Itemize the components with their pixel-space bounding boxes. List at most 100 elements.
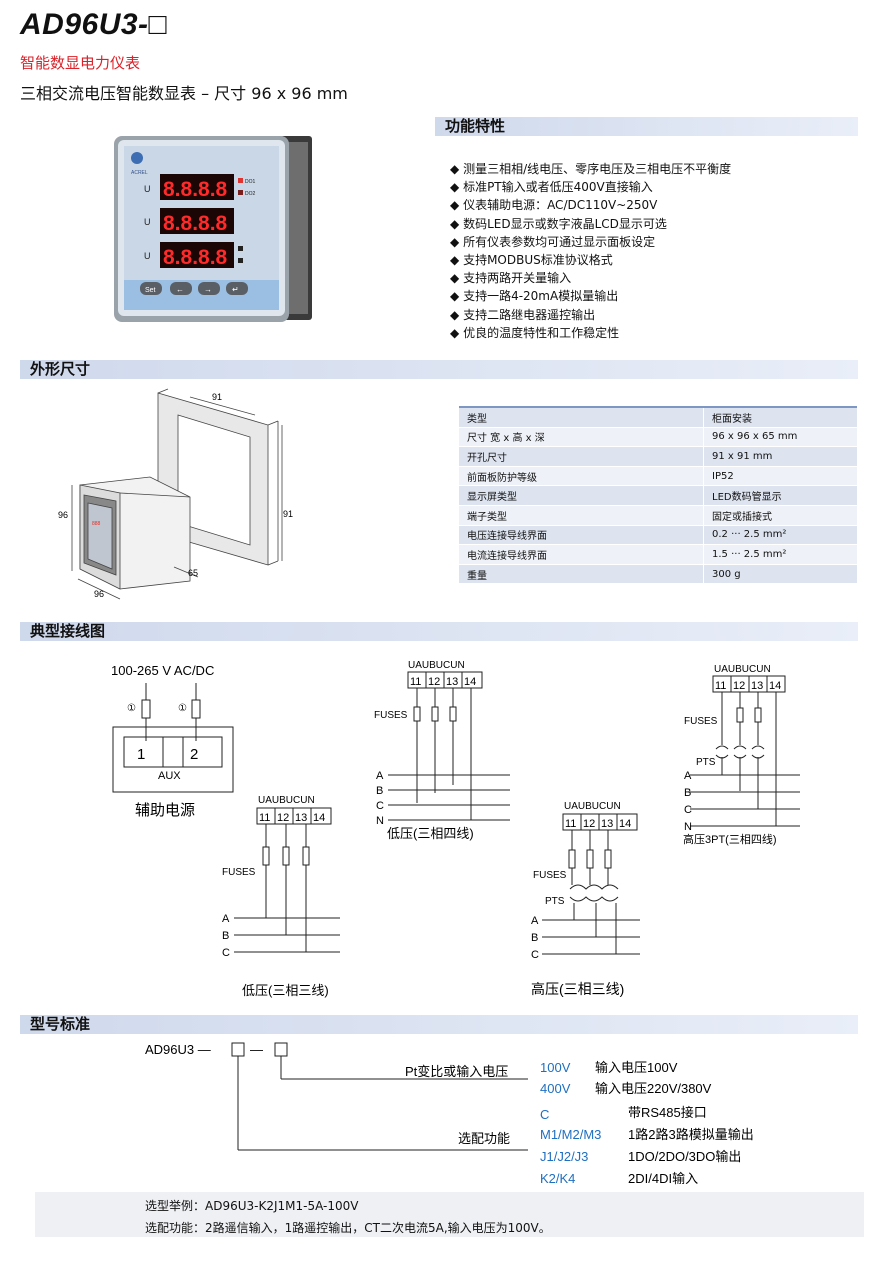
opt-code-c: C bbox=[540, 1107, 549, 1122]
option-label: 选配功能 bbox=[458, 1131, 510, 1146]
svg-text:11: 11 bbox=[410, 676, 421, 688]
svg-text:B: B bbox=[531, 932, 538, 944]
svg-text:2DI/4DI输入: 2DI/4DI输入 bbox=[628, 1171, 698, 1186]
product-category: 智能数显电力仪表 bbox=[20, 54, 141, 72]
svg-text:C: C bbox=[222, 947, 230, 959]
svg-text:B: B bbox=[376, 785, 383, 797]
svg-text:Set: Set bbox=[145, 287, 156, 294]
svg-text:12: 12 bbox=[277, 812, 289, 824]
svg-text:DO2: DO2 bbox=[245, 191, 256, 197]
svg-text:A: A bbox=[531, 915, 539, 927]
opt-code-j: J1/J2/J3 bbox=[540, 1149, 588, 1164]
svg-text:100-265 V AC/DC: 100-265 V AC/DC bbox=[111, 663, 214, 678]
led-row-1: U 8.8.8.8 DO1 DO2 bbox=[144, 174, 256, 201]
svg-text:B: B bbox=[222, 930, 229, 942]
feature-item: ◆ 仪表辅助电源：AC/DC110V~250V bbox=[450, 198, 658, 213]
svg-text:C: C bbox=[376, 800, 384, 812]
svg-text:C: C bbox=[531, 949, 539, 961]
brand-name: ACREL bbox=[131, 170, 148, 176]
dim-depth: 65 bbox=[188, 568, 198, 578]
product-description: 三相交流电压智能数显表 – 尺寸 96 x 96 mm bbox=[20, 84, 348, 103]
table-row: 端子类型固定或插接式 bbox=[459, 505, 857, 526]
wiring-diagrams: 100-265 V AC/DC ① ① 1 2 AUX 辅助电源 UAUBUCU… bbox=[111, 660, 800, 998]
svg-text:14: 14 bbox=[464, 676, 476, 688]
svg-text:辅助电源: 辅助电源 bbox=[135, 802, 195, 819]
aux-power-diagram: 100-265 V AC/DC ① ① 1 2 AUX 辅助电源 bbox=[111, 663, 234, 819]
svg-text:UAUBUCUN: UAUBUCUN bbox=[714, 664, 771, 675]
svg-text:8.8.8.8: 8.8.8.8 bbox=[163, 212, 228, 235]
svg-text:FUSES: FUSES bbox=[222, 867, 256, 878]
model-code: AD96U3 — bbox=[145, 1042, 211, 1057]
feature-item: ◆ 支持MODBUS标准协议格式 bbox=[450, 253, 613, 268]
page-title: AD96U3-□ bbox=[20, 8, 168, 41]
selection-example-box: 选型举例：AD96U3-K2J1M1-5A-100V 选配功能：2路遥信输入，1… bbox=[35, 1192, 864, 1237]
svg-text:14: 14 bbox=[619, 818, 631, 830]
example-line-2: 选配功能：2路遥信输入，1路遥控输出，CT二次电流5A,输入电压为100V。 bbox=[145, 1221, 551, 1235]
lv-3p3w-diagram: UAUBUCUN 11 12 13 14 FUSES A B C 低压(三相三线… bbox=[222, 795, 340, 998]
led-row-3: U 8.8.8.8 bbox=[144, 242, 243, 269]
svg-text:高压3PT(三相四线): 高压3PT(三相四线) bbox=[683, 832, 777, 846]
svg-text:1: 1 bbox=[137, 746, 145, 763]
section-wiring-header: 典型接线图 bbox=[20, 622, 858, 641]
feature-item: ◆ 支持一路4-20mA模拟量输出 bbox=[450, 289, 619, 304]
svg-text:11: 11 bbox=[565, 818, 576, 830]
svg-text:13: 13 bbox=[751, 680, 763, 692]
svg-text:PTS: PTS bbox=[545, 896, 565, 907]
svg-text:1路2路3路模拟量输出: 1路2路3路模拟量输出 bbox=[628, 1127, 754, 1142]
svg-text:DO1: DO1 bbox=[245, 179, 256, 185]
svg-text:13: 13 bbox=[446, 676, 458, 688]
svg-text:输入电压100V: 输入电压100V bbox=[595, 1060, 678, 1075]
pt-code-100v: 100V bbox=[540, 1060, 571, 1075]
pt-label: Pt变比或输入电压 bbox=[405, 1064, 508, 1079]
svg-text:A: A bbox=[222, 913, 230, 925]
svg-text:11: 11 bbox=[715, 680, 726, 692]
svg-text:↵: ↵ bbox=[232, 285, 239, 294]
table-row: 类型柜面安装 bbox=[459, 405, 857, 428]
svg-text:12: 12 bbox=[583, 818, 595, 830]
svg-text:C: C bbox=[684, 804, 692, 816]
opt-code-k: K2/K4 bbox=[540, 1171, 575, 1186]
svg-text:1DO/2DO/3DO输出: 1DO/2DO/3DO输出 bbox=[628, 1149, 741, 1164]
svg-text:→: → bbox=[204, 285, 212, 294]
feature-list: ◆ 测量三相相/线电压、零序电压及三相电压不平衡度 ◆ 标准PT输入或者低压40… bbox=[450, 160, 731, 342]
svg-text:14: 14 bbox=[313, 812, 325, 824]
svg-text:AUX: AUX bbox=[158, 770, 181, 782]
dim-cutout-side: 91 bbox=[283, 509, 293, 519]
dim-cutout-top: 91 bbox=[212, 392, 222, 402]
svg-text:B: B bbox=[684, 787, 691, 799]
feature-item: ◆ 优良的温度特性和工作稳定性 bbox=[450, 325, 620, 340]
svg-text:UAUBUCUN: UAUBUCUN bbox=[258, 795, 315, 806]
feature-item: ◆ 标准PT输入或者低压400V直接输入 bbox=[450, 180, 653, 195]
product-photo: ACREL U 8.8.8.8 DO1 DO2 U 8.8.8.8 U 8.8.… bbox=[114, 136, 312, 322]
svg-text:8.8.8.8: 8.8.8.8 bbox=[163, 178, 228, 201]
svg-text:N: N bbox=[684, 821, 692, 833]
led-row-2: U 8.8.8.8 bbox=[144, 208, 234, 235]
section-dimensions-header: 外形尺寸 bbox=[20, 360, 858, 379]
svg-text:N: N bbox=[376, 815, 384, 827]
section-model-header: 型号标准 bbox=[20, 1015, 858, 1034]
svg-text:U: U bbox=[144, 251, 151, 261]
lv-3p4w-diagram: UAUBUCUN 11 12 13 14 FUSES A B C N 低压(三相… bbox=[374, 660, 510, 841]
panel-buttons: Set ← → ↵ bbox=[140, 282, 248, 295]
svg-text:—: — bbox=[250, 1042, 263, 1057]
opt-code-m: M1/M2/M3 bbox=[540, 1127, 601, 1142]
display-glyph: 888 bbox=[92, 521, 101, 527]
svg-text:A: A bbox=[684, 770, 692, 782]
svg-text:FUSES: FUSES bbox=[374, 710, 408, 721]
hv-3p3w-diagram: UAUBUCUN 11 12 13 14 FUSES PTS A B C 高压(… bbox=[531, 801, 640, 997]
svg-text:低压(三相三线): 低压(三相三线) bbox=[242, 983, 329, 998]
feature-item: ◆ 所有仪表参数均可通过显示面板设定 bbox=[450, 234, 656, 249]
svg-text:U: U bbox=[144, 184, 151, 194]
svg-text:12: 12 bbox=[428, 676, 440, 688]
svg-text:①: ① bbox=[127, 703, 136, 714]
feature-item: ◆ 支持二路继电器遥控输出 bbox=[450, 307, 596, 322]
svg-text:2: 2 bbox=[190, 746, 198, 763]
svg-text:输入电压220V/380V: 输入电压220V/380V bbox=[595, 1081, 712, 1096]
dim-height: 96 bbox=[58, 510, 68, 520]
brand-logo-icon bbox=[131, 152, 143, 164]
